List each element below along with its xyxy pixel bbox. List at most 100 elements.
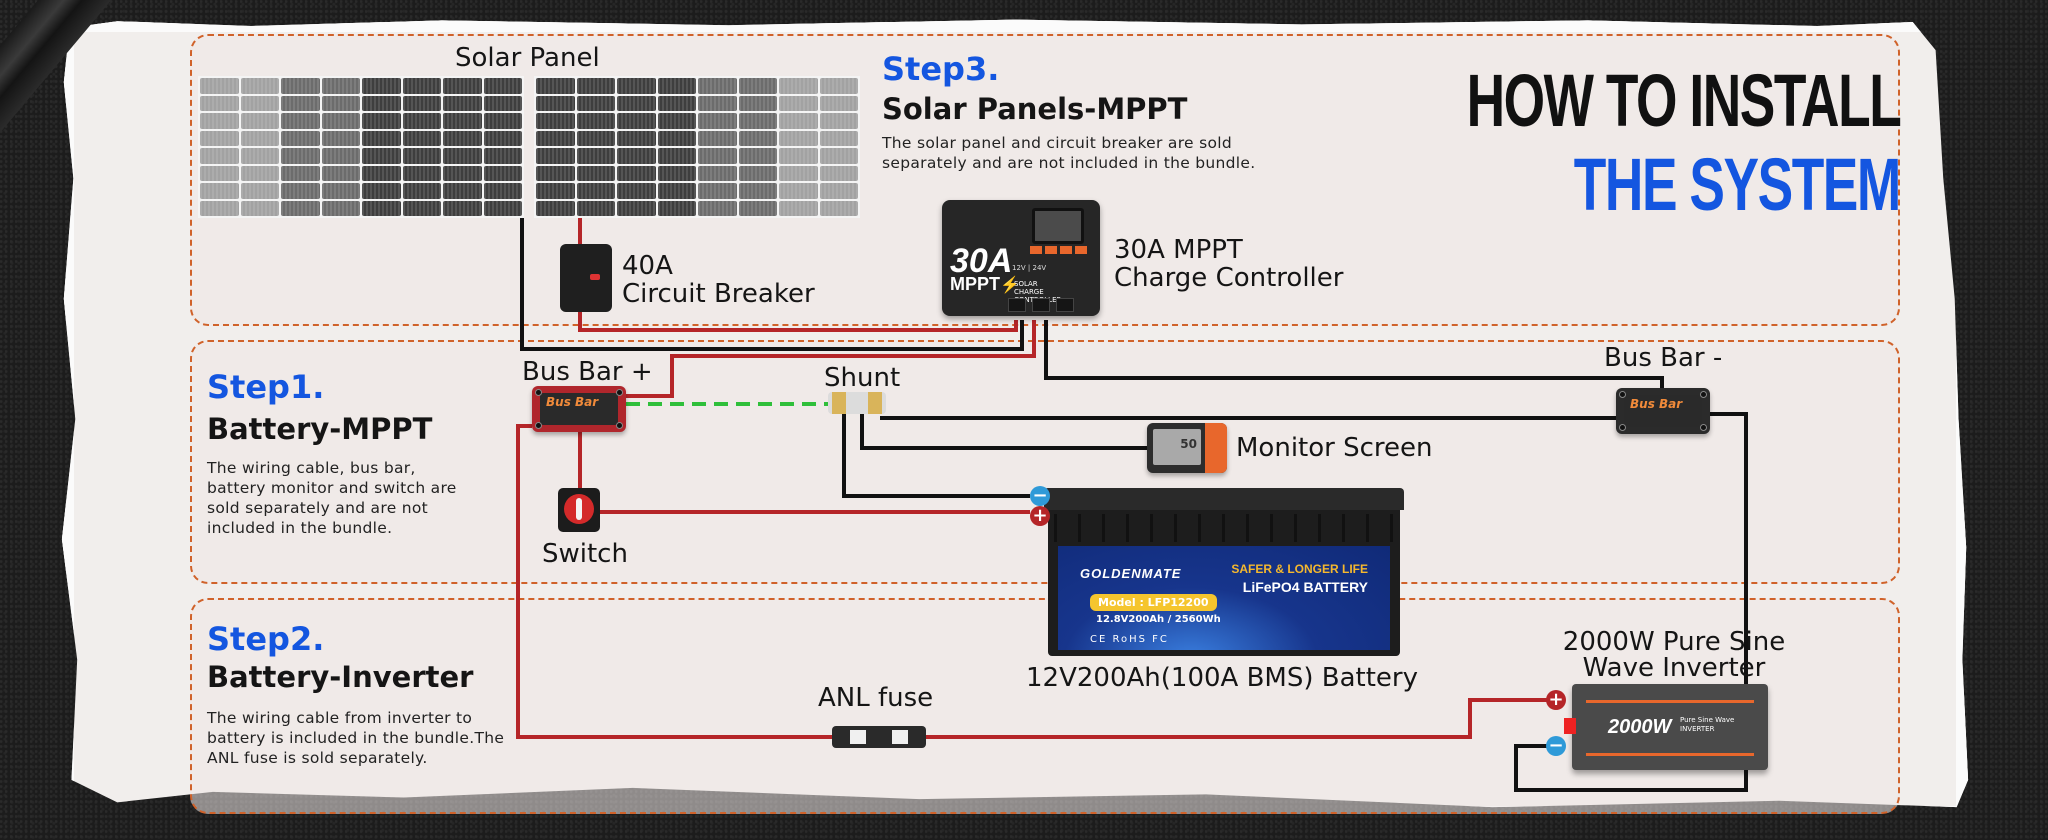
- solar-cell: [321, 183, 360, 199]
- solar-cell: [443, 130, 482, 146]
- solar-cell: [576, 130, 615, 146]
- solar-cell: [402, 148, 441, 164]
- solar-cell: [819, 95, 858, 111]
- solar-cell: [483, 130, 522, 146]
- solar-cell: [362, 200, 401, 216]
- solar-cell: [779, 95, 818, 111]
- solar-cell: [536, 130, 575, 146]
- solar-cell: [576, 183, 615, 199]
- shunt-label: Shunt: [824, 363, 901, 393]
- mppt-charge-controller: 30A 12V | 24V MPPT⚡ SOLAR CHARGE CONTROL…: [942, 200, 1100, 316]
- bus-bar-pos-label: Bus Bar +: [522, 357, 653, 387]
- solar-cell: [443, 78, 482, 94]
- solar-cell: [738, 78, 777, 94]
- solar-cell: [819, 200, 858, 216]
- solar-cell: [657, 200, 696, 216]
- inverter-type-text: Pure Sine Wave INVERTER: [1680, 716, 1735, 733]
- solar-cell: [779, 200, 818, 216]
- solar-cell: [240, 130, 279, 146]
- solar-cell: [483, 148, 522, 164]
- solar-cell: [281, 95, 320, 111]
- charge-controller-label-line1: 30A MPPT: [1114, 235, 1243, 265]
- solar-cell: [576, 148, 615, 164]
- solar-cell: [402, 183, 441, 199]
- mppt-lcd-screen: [1032, 208, 1084, 244]
- solar-cell: [819, 113, 858, 129]
- solar-cell: [617, 200, 656, 216]
- battery-switch: [558, 488, 600, 532]
- solar-cell: [819, 130, 858, 146]
- solar-cell: [200, 113, 239, 129]
- solar-cell: [536, 148, 575, 164]
- wire-fuse-to-inverter: [918, 698, 1548, 739]
- battery-chemistry: LiFePO4 BATTERY: [1242, 579, 1368, 595]
- solar-cell: [321, 148, 360, 164]
- battery-model: Model : LFP12200: [1090, 594, 1217, 611]
- inverter-positive-terminal-icon: +: [1546, 690, 1566, 710]
- solar-cell: [779, 78, 818, 94]
- battery-certifications: CE RoHS FC: [1090, 634, 1169, 645]
- bus-bar-device-text: Bus Bar: [1630, 397, 1683, 411]
- battery-positive-terminal-icon: +: [1030, 506, 1050, 526]
- wire-solar-negative: [520, 218, 1024, 351]
- inverter-negative-terminal-icon: −: [1546, 736, 1566, 756]
- solar-cell: [576, 78, 615, 94]
- solar-cell: [483, 95, 522, 111]
- solar-cell: [443, 200, 482, 216]
- solar-cell: [536, 95, 575, 111]
- circuit-breaker-label-line2: Circuit Breaker: [622, 279, 815, 309]
- solar-cell: [698, 165, 737, 181]
- solar-cell: [738, 113, 777, 129]
- solar-cell: [281, 200, 320, 216]
- solar-cell: [576, 95, 615, 111]
- battery-monitor-screen: 50: [1147, 423, 1227, 473]
- solar-cell: [402, 113, 441, 129]
- power-inverter: 2000W Pure Sine Wave INVERTER: [1564, 684, 1768, 770]
- solar-cell: [779, 165, 818, 181]
- solar-cell: [698, 130, 737, 146]
- solar-cell: [402, 78, 441, 94]
- step2-number: Step2.: [207, 620, 325, 658]
- solar-cell: [240, 200, 279, 216]
- solar-cell: [240, 183, 279, 199]
- solar-cell: [819, 148, 858, 164]
- mppt-type-text: MPPT: [950, 274, 1001, 294]
- solar-cell: [819, 78, 858, 94]
- solar-cell: [443, 148, 482, 164]
- solar-panel: [198, 76, 864, 218]
- wire-busbar-to-fuse: [516, 424, 840, 739]
- solar-cell: [698, 148, 737, 164]
- step2-title: Battery-Inverter: [207, 660, 474, 694]
- solar-cell: [402, 200, 441, 216]
- solar-cell: [536, 113, 575, 129]
- wire-mppt-to-busbar-neg: [1044, 320, 1664, 388]
- solar-cell: [738, 165, 777, 181]
- solar-cell: [617, 95, 656, 111]
- solar-cell: [281, 165, 320, 181]
- mppt-buttons: [1030, 246, 1090, 254]
- solar-cell: [443, 95, 482, 111]
- solar-cell: [321, 78, 360, 94]
- solar-cell: [617, 130, 656, 146]
- solar-cell: [443, 113, 482, 129]
- inverter-label-line1: 2000W Pure Sine: [1562, 627, 1786, 657]
- monitor-screen-label: Monitor Screen: [1236, 433, 1433, 463]
- solar-cell: [657, 78, 696, 94]
- solar-cell: [362, 78, 401, 94]
- solar-cell: [443, 165, 482, 181]
- step1-description: The wiring cable, bus bar, battery monit…: [207, 459, 457, 537]
- solar-cell: [657, 95, 696, 111]
- circuit-breaker: [560, 244, 612, 312]
- solar-cell: [536, 183, 575, 199]
- solar-cell: [698, 200, 737, 216]
- switch-label: Switch: [542, 539, 628, 569]
- solar-cell: [738, 200, 777, 216]
- solar-cell: [483, 200, 522, 216]
- step3-description: The solar panel and circuit breaker are …: [882, 134, 1256, 172]
- page-title-line1: HOW TO INSTALL: [1466, 59, 1901, 142]
- bus-bar-device-text: Bus Bar: [546, 395, 599, 409]
- solar-cell: [281, 183, 320, 199]
- solar-cell: [281, 130, 320, 146]
- charge-controller-label-line2: Charge Controller: [1114, 263, 1344, 293]
